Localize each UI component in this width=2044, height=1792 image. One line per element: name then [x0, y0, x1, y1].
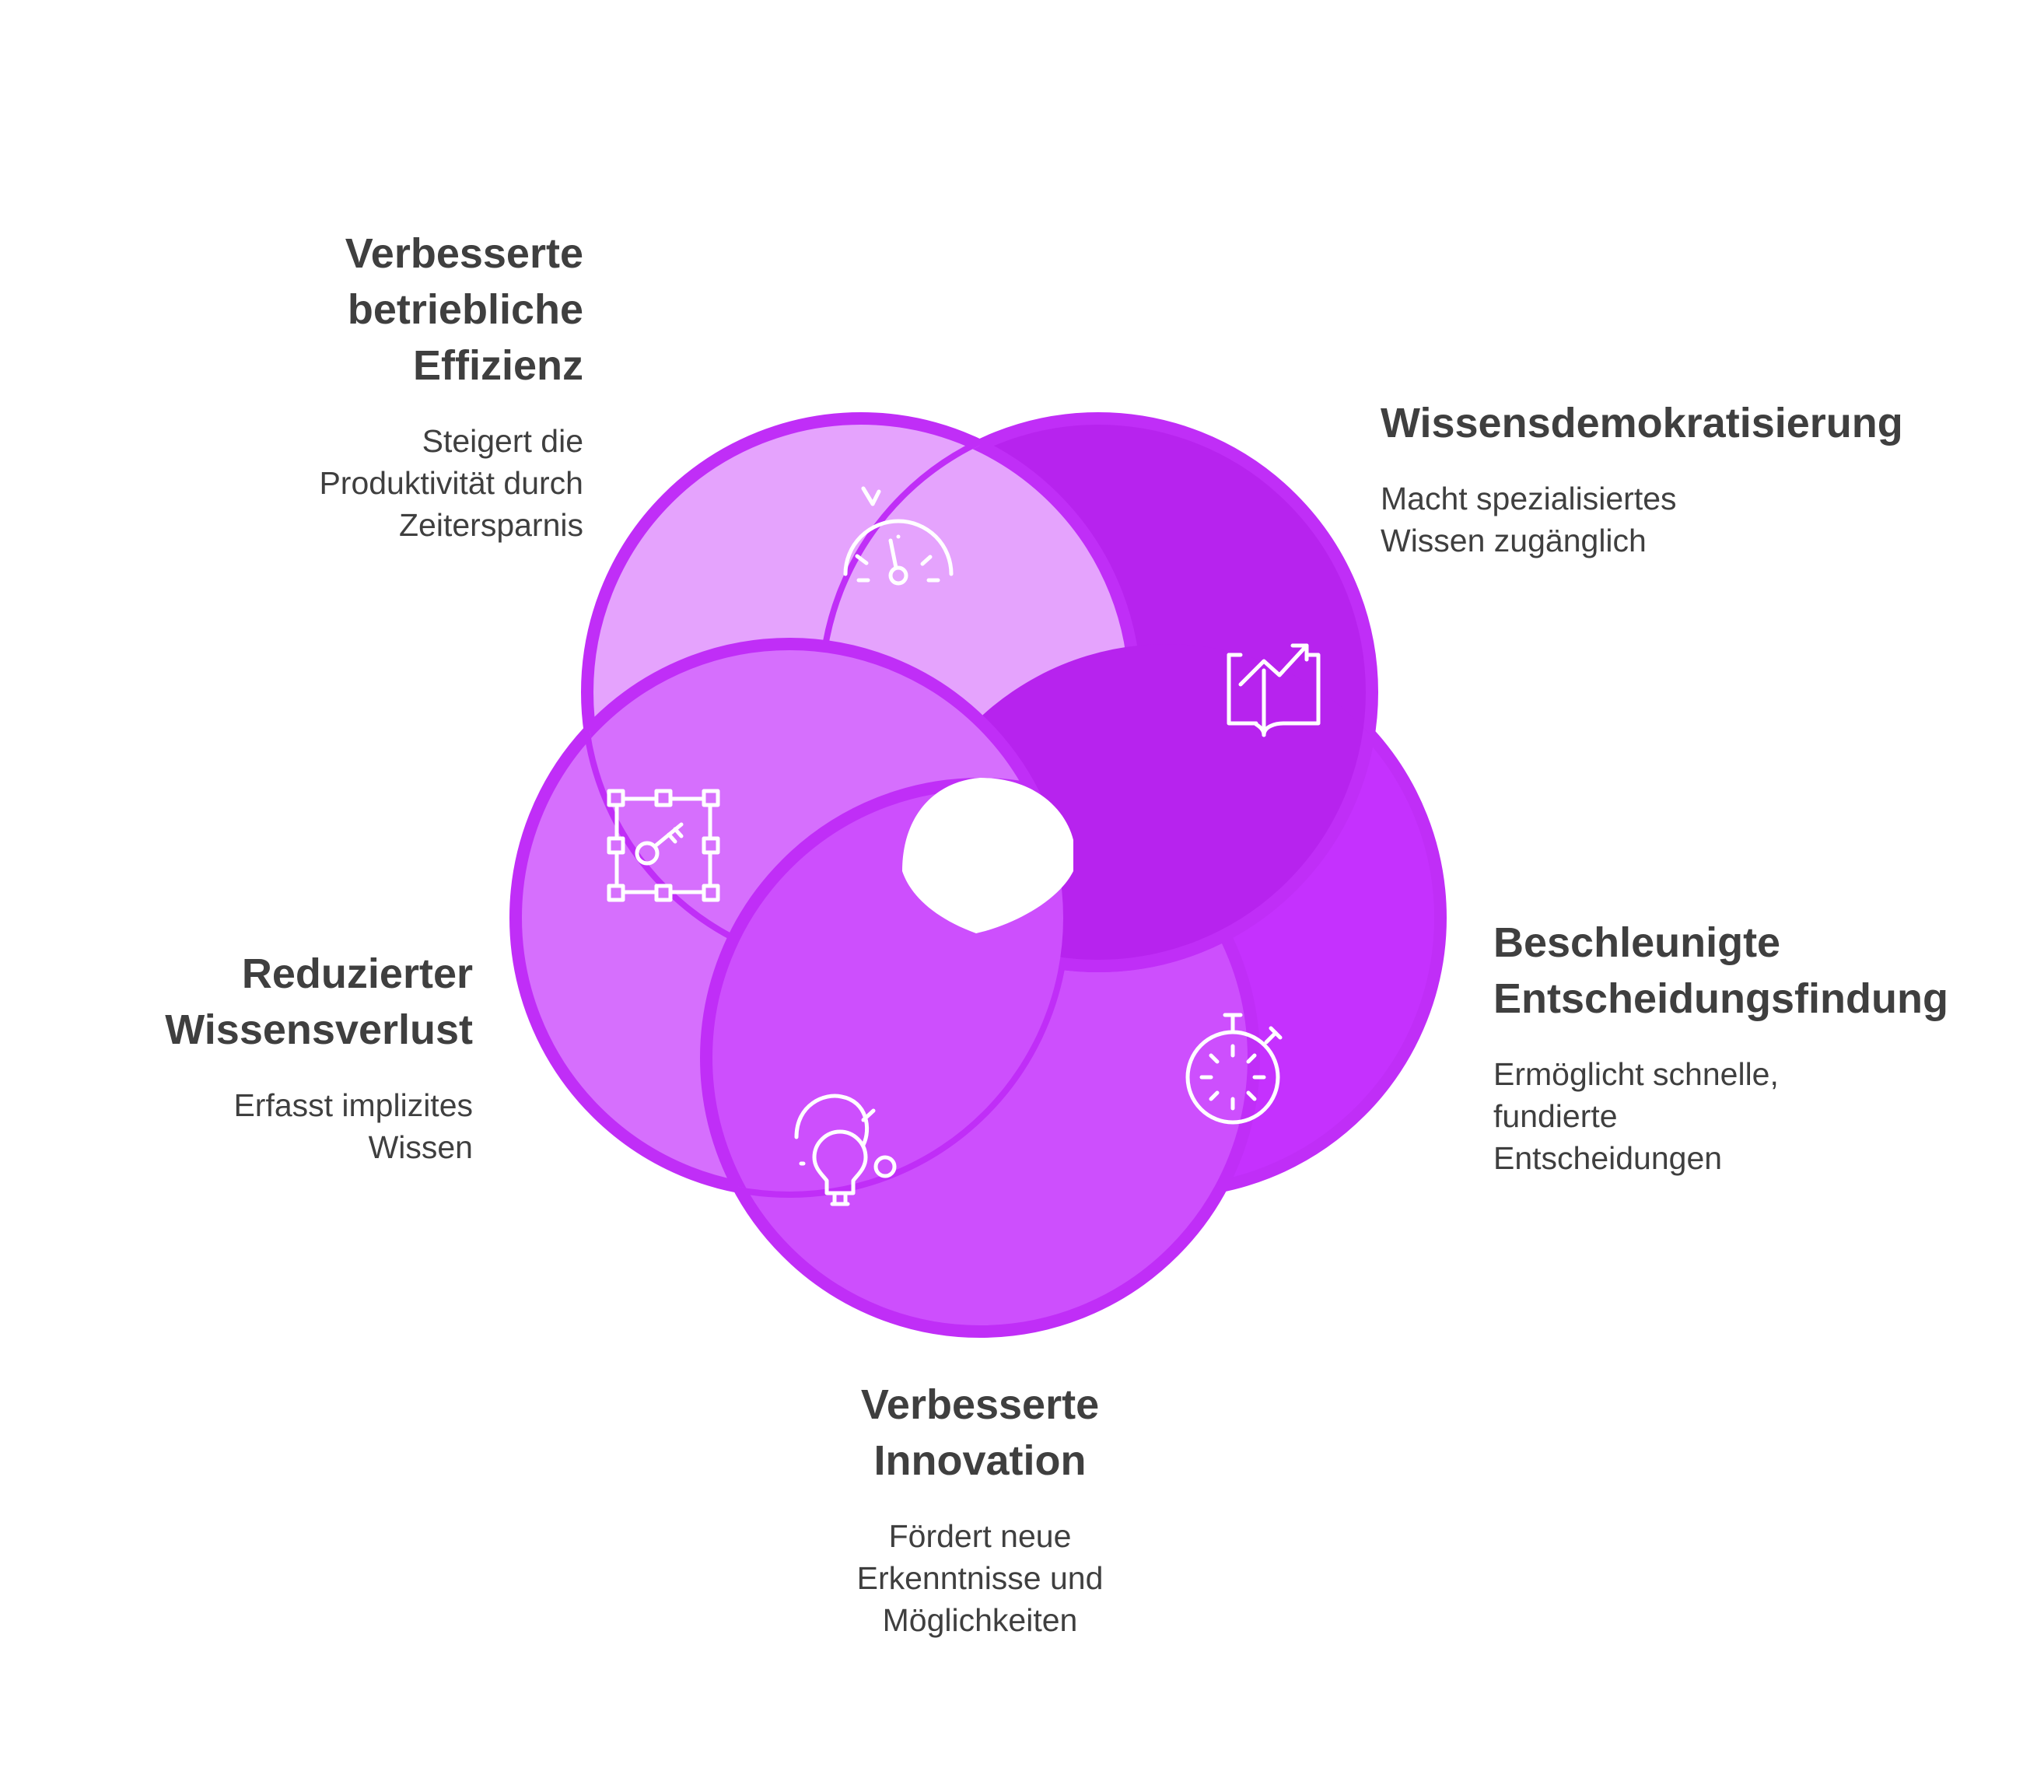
- label-decision: Beschleunigte Entscheidungsfindung Ermög…: [1493, 915, 2038, 1179]
- title-innovation: Verbesserte Innovation: [860, 1381, 1100, 1484]
- label-innovation: Verbesserte Innovation Fördert neue Erke…: [786, 1377, 1174, 1641]
- center-hole: [902, 778, 1073, 933]
- label-efficiency: Verbesserte betriebliche Effizienz Steig…: [117, 226, 583, 546]
- title-efficiency: Verbesserte betriebliche Effizienz: [345, 230, 583, 389]
- label-loss: Reduzierter Wissensverlust Erfasst impli…: [6, 946, 473, 1168]
- title-democratization: Wissensdemokratisierung: [1381, 400, 1903, 446]
- book-growth-icon: [1227, 643, 1321, 737]
- speedometer-icon: [843, 486, 954, 586]
- label-democratization: Wissensdemokratisierung Macht spezialisi…: [1381, 395, 2003, 562]
- desc-decision: Ermöglicht schnelle, fundierte Entscheid…: [1493, 1056, 1779, 1176]
- title-decision: Beschleunigte Entscheidungsfindung: [1493, 919, 1948, 1022]
- desc-innovation: Fördert neue Erkenntnisse und Möglichkei…: [856, 1518, 1104, 1638]
- title-loss: Reduzierter Wissensverlust: [165, 950, 473, 1053]
- stopwatch-icon: [1185, 1013, 1283, 1125]
- key-frame-icon: [607, 789, 720, 902]
- lightbulb-icon: [794, 1094, 897, 1206]
- desc-loss: Erfasst implizites Wissen: [233, 1087, 473, 1165]
- desc-efficiency: Steigert die Produktivität durch Zeiters…: [319, 423, 583, 543]
- desc-democratization: Macht spezialisiertes Wissen zugänglich: [1381, 481, 1677, 558]
